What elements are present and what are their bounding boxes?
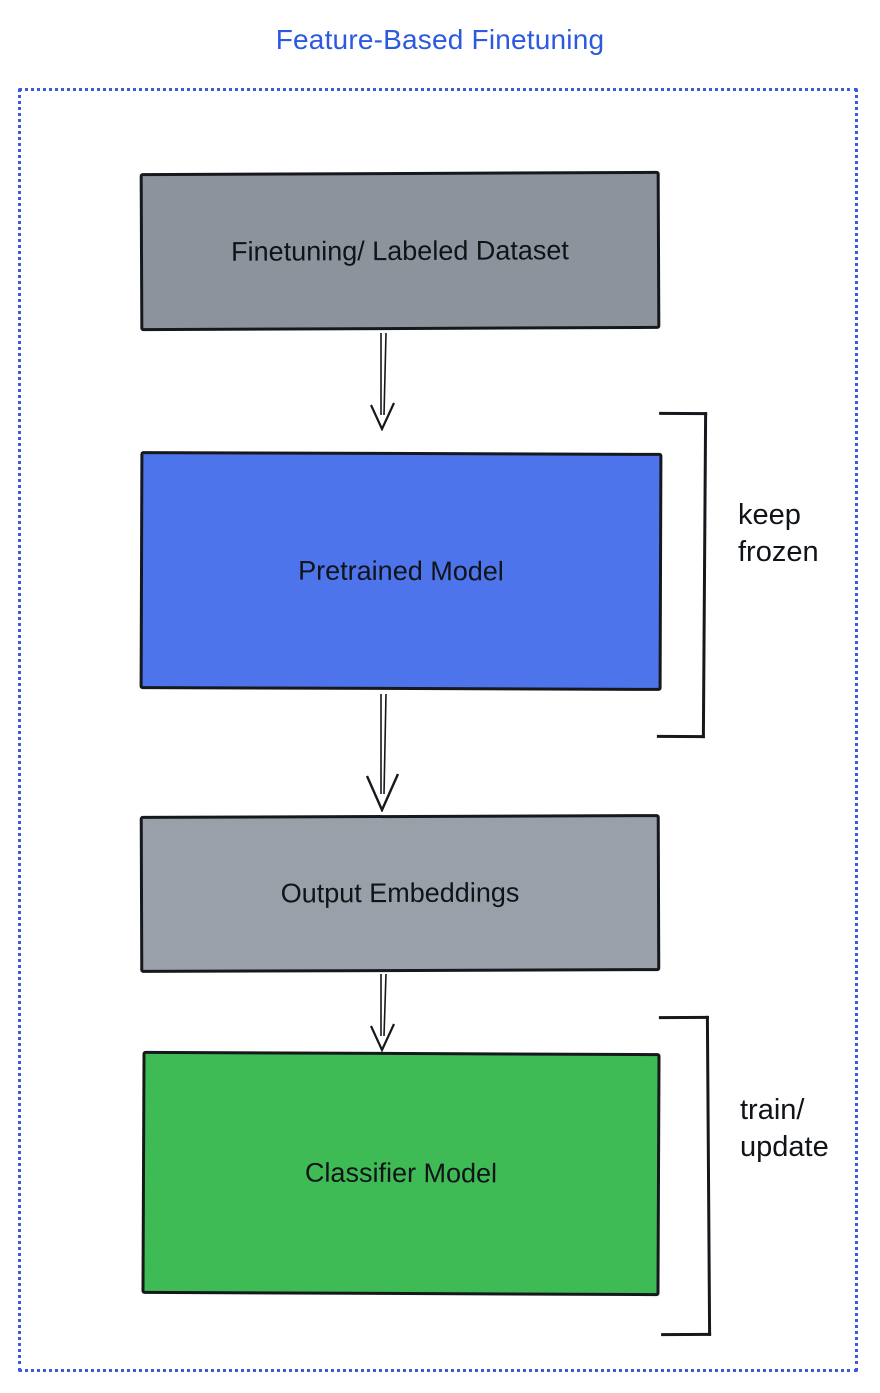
node-classifier-model-label: Classifier Model (304, 1157, 498, 1189)
keep-frozen-label: keep frozen (738, 499, 819, 568)
node-output-embeddings: Output Embeddings (139, 814, 661, 973)
node-finetuning-dataset-label: Finetuning/ Labeled Dataset (231, 234, 569, 267)
node-pretrained-model-label: Pretrained Model (298, 555, 504, 586)
arrow-down-dataset-to-pretrained (370, 333, 395, 431)
dotted-frame (18, 88, 858, 1372)
node-pretrained-model: Pretrained Model (139, 451, 663, 691)
arrow-down-pretrained-to-embeddings (365, 694, 400, 812)
train-update-label: train/ update (740, 1094, 829, 1163)
node-classifier-model: Classifier Model (141, 1050, 661, 1297)
node-output-embeddings-label: Output Embeddings (280, 877, 520, 909)
arrow-down-embeddings-to-classifier (370, 974, 395, 1052)
node-finetuning-dataset: Finetuning/ Labeled Dataset (139, 170, 661, 332)
train-update-bracket (658, 1015, 712, 1337)
keep-frozen-bracket (656, 411, 708, 739)
diagram-title: Feature-Based Finetuning (275, 24, 605, 55)
